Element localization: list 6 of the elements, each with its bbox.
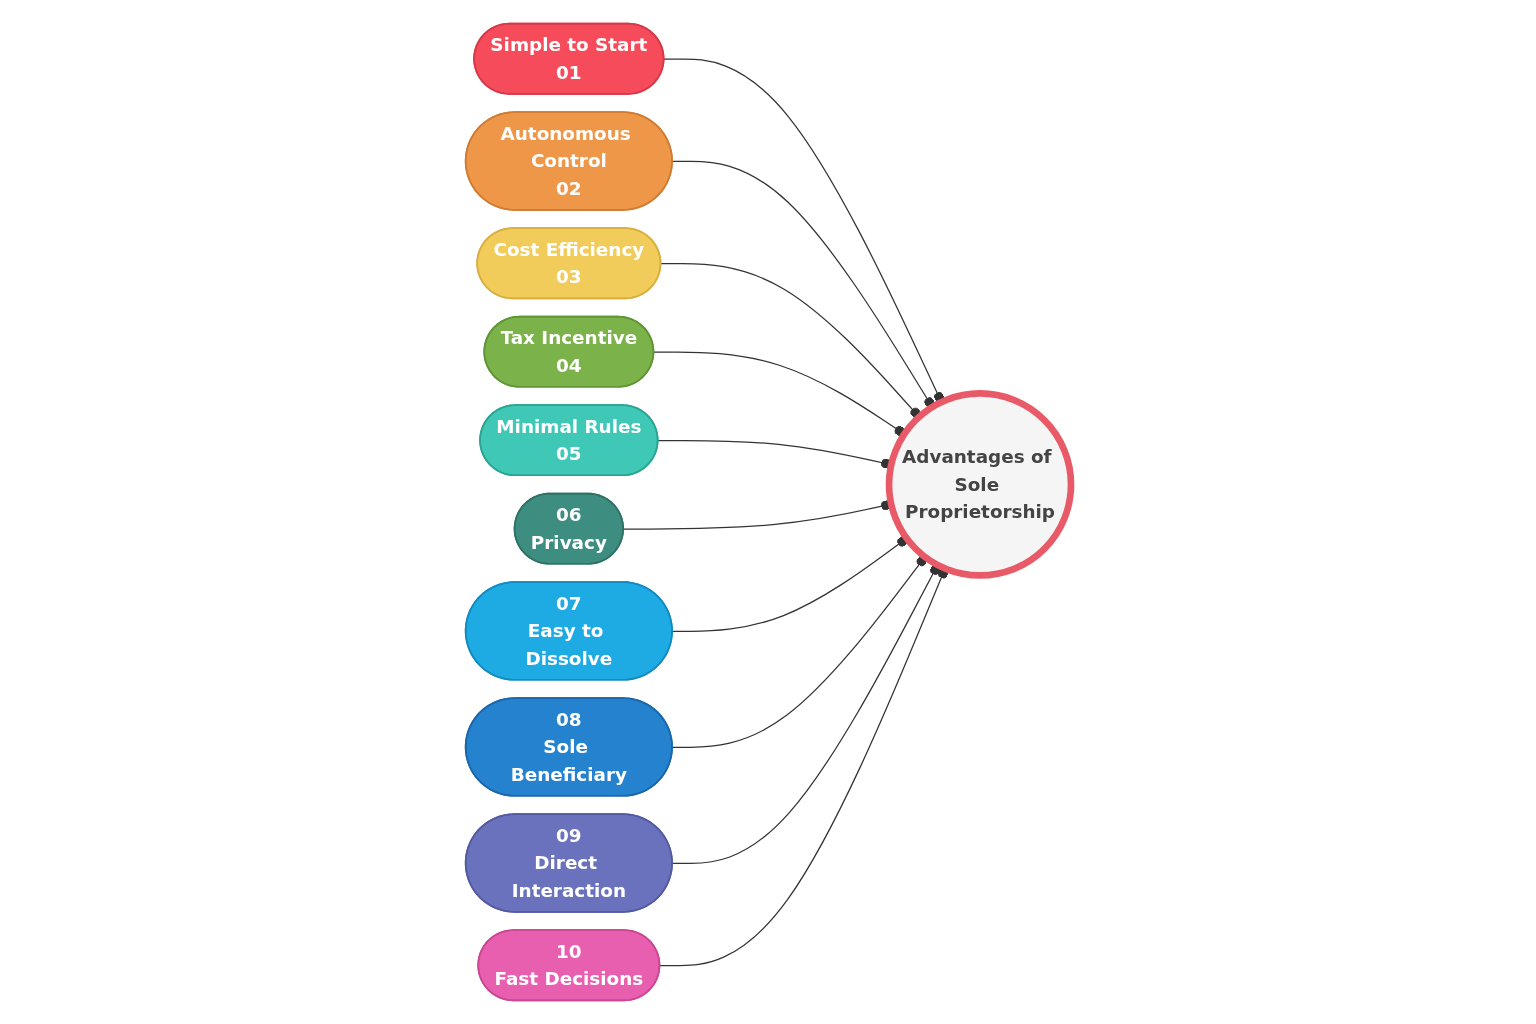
connector <box>671 556 927 748</box>
connector <box>671 160 935 408</box>
connector <box>663 58 944 403</box>
connector <box>671 564 940 865</box>
node-circle: Advantages of Sole Proprietorship <box>885 390 1074 579</box>
connector <box>671 536 907 632</box>
